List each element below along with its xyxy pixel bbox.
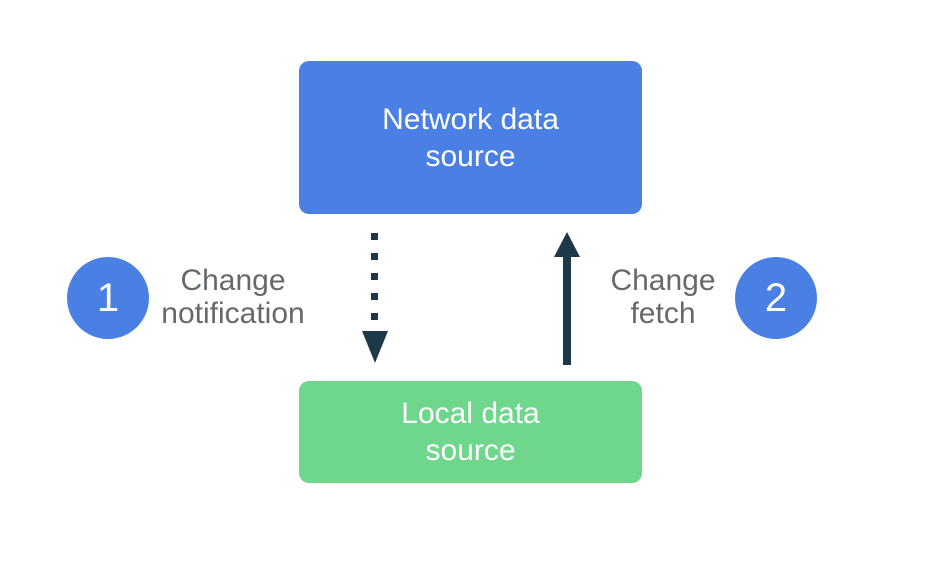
step-1-badge: 1 xyxy=(67,257,149,339)
step-2-badge: 2 xyxy=(735,257,817,339)
arrowhead-down-icon xyxy=(362,331,388,363)
arrowhead-up-icon xyxy=(554,232,580,257)
solid-arrow-line xyxy=(563,255,571,365)
local-data-source-node: Local data source xyxy=(299,381,642,483)
step-2-number: 2 xyxy=(764,275,788,320)
change-fetch-label: Change fetch xyxy=(610,264,716,330)
network-data-source-label: Network data source xyxy=(382,102,559,173)
change-notification-label: Change notification xyxy=(161,264,305,330)
step-1-number: 1 xyxy=(96,275,120,320)
dotted-arrow-line xyxy=(371,233,378,322)
local-data-source-label: Local data source xyxy=(401,397,540,467)
network-data-source-node: Network data source xyxy=(299,61,642,214)
